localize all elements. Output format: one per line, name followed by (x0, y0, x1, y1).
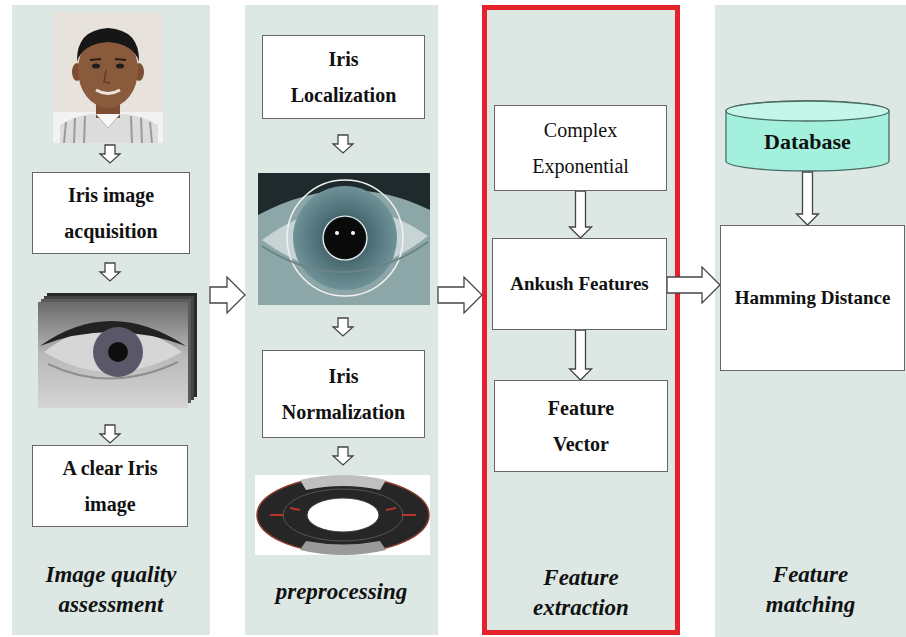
localized-eye-image (293, 186, 397, 290)
localized-eye-image (262, 208, 428, 270)
process-box: Iris Normalization (262, 350, 425, 438)
normalized-iris-image (257, 477, 429, 553)
flow-arrow (667, 267, 720, 303)
box-label: A clear Iris image (60, 450, 160, 522)
process-box: Iris image acquisition (32, 172, 190, 254)
localized-eye-image (335, 231, 339, 235)
eye-image-stack (108, 342, 128, 362)
eye-image-stack (93, 327, 143, 377)
box-label: Feature Vector (534, 390, 629, 462)
face-photo (72, 63, 82, 81)
down-arrow (333, 447, 353, 465)
eye-image-stack (47, 293, 197, 397)
process-box: Iris Localization (262, 35, 425, 119)
normalized-iris-image (307, 498, 379, 532)
normalized-iris-image (255, 475, 430, 555)
localized-eye-image (258, 173, 430, 305)
localized-eye-image (262, 242, 428, 272)
face-photo (53, 12, 163, 143)
eye-image-stack (44, 326, 182, 372)
eye-image-stack (41, 299, 191, 403)
localized-eye-image (287, 180, 403, 296)
flow-arrow (570, 191, 592, 238)
normalized-iris-image (300, 541, 386, 555)
face-photo (77, 28, 139, 62)
face-photo (53, 112, 163, 143)
face-photo (96, 98, 120, 118)
database-outline (726, 101, 889, 171)
face-photo (78, 32, 138, 108)
face-photo (96, 90, 120, 94)
down-arrow (100, 135, 353, 465)
down-arrow (333, 318, 353, 336)
face-photo (53, 12, 163, 143)
flow-arrow (210, 277, 245, 313)
stage-caption: Feature matching (751, 560, 871, 620)
process-box: Complex Exponential (494, 105, 667, 191)
stage-caption: Image quality assessment (24, 560, 199, 620)
eye-image-stack (48, 362, 178, 379)
flow-arrow (570, 330, 592, 380)
localized-eye-image (324, 217, 366, 259)
process-box: Ankush Features (492, 238, 667, 330)
normalized-iris-image (255, 475, 430, 555)
normalized-iris-image (283, 489, 403, 541)
process-box: A clear Iris image (32, 445, 188, 527)
localized-eye-image (323, 216, 367, 260)
normalized-iris-image (300, 475, 386, 490)
eye-image-stack (40, 321, 186, 346)
box-label: Iris Localization (284, 41, 404, 113)
normalized-iris-image (270, 508, 416, 515)
flow-arrow (797, 172, 819, 225)
eye-image-stack (38, 293, 197, 408)
stage-panel: Image quality assessment Iris image acqui… (12, 5, 210, 635)
process-box: Hamming Distance (720, 225, 905, 371)
stage-caption: preprocessing (249, 577, 434, 607)
localized-eye-image (258, 173, 430, 305)
eye-image-stack (38, 302, 188, 408)
process-box: Feature Vector (494, 380, 668, 472)
face-photo (96, 114, 120, 128)
box-label: Complex Exponential (521, 112, 641, 184)
face-photo (92, 64, 100, 69)
database-outline (726, 101, 889, 121)
face-photo (64, 116, 152, 143)
eye-image-stack (44, 296, 194, 400)
stage-caption: Feature extraction (521, 563, 641, 623)
down-arrow (100, 263, 120, 281)
box-label: Hamming Distance (735, 281, 891, 315)
localized-eye-image (351, 231, 355, 235)
highlighted-stage-panel: Feature extraction Complex ExponentialAnk… (482, 5, 680, 635)
box-label: Ankush Features (510, 267, 648, 301)
flow-arrow (438, 277, 482, 313)
box-label: Iris image acquisition (51, 177, 171, 249)
down-arrow (100, 145, 120, 163)
box-label: Iris Normalization (274, 358, 414, 430)
face-photo (116, 64, 124, 69)
localized-eye-image (258, 173, 430, 215)
face-photo (60, 114, 158, 143)
face-photo (134, 63, 144, 81)
stage-panel: Feature matching DatabaseHamming Distance (715, 5, 906, 637)
down-arrow (333, 135, 353, 153)
face-photo (104, 70, 110, 83)
box-label: Database (764, 129, 851, 155)
database-cylinder: Database (725, 100, 890, 172)
face-photo (90, 59, 126, 60)
down-arrow (100, 425, 120, 443)
stage-panel: preprocessing Iris LocalizationIris Norma… (245, 5, 438, 635)
